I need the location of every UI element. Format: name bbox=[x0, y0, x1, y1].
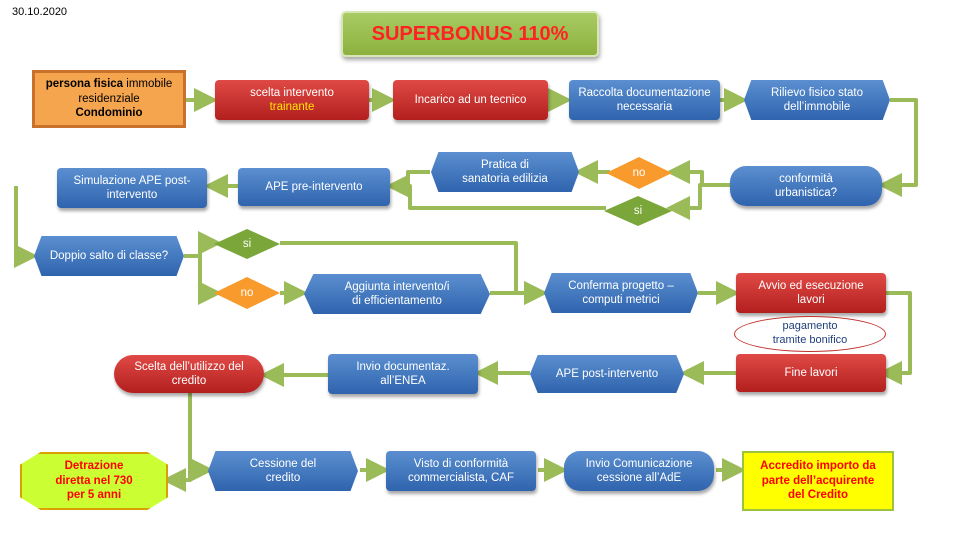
node-incarico-tecnico: Incarico ad un tecnico bbox=[393, 80, 548, 120]
conformita-line1: conformità bbox=[779, 172, 833, 185]
accredito-line2: parte dell’acquirente bbox=[761, 474, 875, 487]
scelta-intervento-highlight: trainante bbox=[269, 101, 315, 113]
node-rilievo-fisico: Rilievo fisico stato dell’immobile bbox=[744, 80, 890, 120]
connector-pratica-ape-pre bbox=[386, 170, 430, 198]
cessione-line2: credito bbox=[265, 472, 301, 484]
connector-scelta-detrazione bbox=[162, 392, 192, 492]
ape-post-label: APE post-intervento bbox=[555, 367, 659, 380]
aggiunta-line1: Aggiunta intervento/i bbox=[344, 280, 450, 293]
ade-line2: cessione all’AdE bbox=[596, 472, 682, 484]
node-visto-conformita: Visto di conformità commercialista, CAF bbox=[386, 451, 536, 491]
conferma-line1: Conferma progetto – bbox=[568, 279, 674, 292]
enea-line2: all’ENEA bbox=[380, 375, 426, 387]
connector-avvio-fine bbox=[878, 291, 912, 385]
incarico-label: Incarico ad un tecnico bbox=[414, 93, 527, 106]
no2-label: no bbox=[240, 286, 254, 299]
node-scelta-intervento: scelta intervento trainante bbox=[215, 80, 369, 120]
node-ape-pre-intervento: APE pre-intervento bbox=[238, 168, 390, 206]
rilievo-line2: dell’immobile bbox=[783, 101, 851, 113]
node-aggiunta-intervento: Aggiunta intervento/i di efficientamento bbox=[304, 274, 490, 314]
node-scelta-utilizzo-credito: Scelta dell’utilizzo del credito bbox=[114, 355, 264, 393]
node-cessione-credito: Cessione del credito bbox=[208, 451, 358, 491]
connector-conformita-si bbox=[666, 183, 730, 220]
visto-line1: Visto di conformità bbox=[413, 457, 509, 470]
node-conferma-progetto: Conferma progetto – computi metrici bbox=[544, 273, 698, 313]
doppio-label: Doppio salto di classe? bbox=[49, 249, 169, 262]
persona-label-rest: immobile bbox=[123, 78, 173, 91]
node-invio-enea: Invio documentaz. all’ENEA bbox=[328, 354, 478, 394]
node-conformita-urbanistica: conformità urbanistica? bbox=[730, 166, 882, 206]
connector-doppio-si bbox=[184, 231, 222, 258]
diagram-title: SUPERBONUS 110% bbox=[341, 11, 599, 57]
ade-line1: Invio Comunicazione bbox=[585, 457, 693, 470]
pratica-line2: sanatoria edilizia bbox=[462, 173, 548, 185]
node-simulazione-ape: Simulazione APE post-intervento bbox=[57, 168, 207, 208]
simulazione-line2: intervento bbox=[106, 189, 158, 201]
accredito-line1: Accredito importo da bbox=[760, 460, 876, 473]
rilievo-line1: Rilievo fisico stato bbox=[770, 86, 864, 99]
scelta-utilizzo-line1: Scelta dell’utilizzo del bbox=[134, 360, 244, 373]
conferma-line2: computi metrici bbox=[582, 294, 660, 306]
connector-simulazione-doppio bbox=[14, 186, 38, 268]
cessione-line1: Cessione del bbox=[249, 457, 317, 470]
detrazione-line1: Detrazione bbox=[64, 460, 124, 473]
raccolta-line1: Raccolta documentazione bbox=[578, 86, 711, 99]
node-invio-comunicazione-ade: Invio Comunicazione cessione all’AdE bbox=[564, 451, 714, 491]
connector-si-ape-pre bbox=[386, 174, 606, 210]
persona-label-line3: Condominio bbox=[75, 107, 143, 120]
connector-rilievo-conformita bbox=[878, 98, 918, 197]
scelta-utilizzo-line2: credito bbox=[171, 375, 207, 387]
enea-line1: Invio documentaz. bbox=[356, 360, 450, 373]
ape-pre-label: APE pre-intervento bbox=[265, 180, 363, 193]
node-avvio-lavori: Avvio ed esecuzione lavori bbox=[736, 273, 886, 313]
node-pratica-sanatoria: Pratica di sanatoria edilizia bbox=[431, 152, 579, 192]
fine-label: Fine lavori bbox=[784, 366, 838, 379]
avvio-line2: lavori bbox=[797, 294, 825, 306]
simulazione-line1: Simulazione APE post- bbox=[73, 174, 191, 187]
no1-label: no bbox=[632, 166, 646, 179]
aggiunta-line2: di efficientamento bbox=[352, 295, 442, 307]
raccolta-line2: necessaria bbox=[616, 101, 673, 113]
persona-label-line2: residenziale bbox=[78, 92, 140, 105]
detrazione-line3: per 5 anni bbox=[66, 489, 122, 502]
avvio-line1: Avvio ed esecuzione bbox=[758, 279, 864, 292]
visto-line2: commercialista, CAF bbox=[407, 472, 515, 484]
accredito-line3: del Credito bbox=[787, 489, 849, 502]
date-label: 30.10.2020 bbox=[12, 6, 68, 18]
si1-label: si bbox=[633, 204, 643, 217]
detrazione-line2: diretta nel 730 bbox=[55, 474, 133, 487]
node-doppio-salto: Doppio salto di classe? bbox=[34, 236, 184, 276]
connector-doppio-no bbox=[198, 256, 222, 305]
persona-label-bold: persona fisica bbox=[45, 78, 124, 91]
pagamento-line1: pagamento bbox=[782, 320, 838, 333]
conformita-line2: urbanistica? bbox=[774, 187, 837, 199]
node-fine-lavori: Fine lavori bbox=[736, 354, 886, 392]
node-ape-post-intervento: APE post-intervento bbox=[530, 355, 684, 393]
pagamento-line2: tramite bonifico bbox=[772, 334, 848, 346]
scelta-intervento-line1: scelta intervento bbox=[250, 86, 334, 99]
node-raccolta-documentazione: Raccolta documentazione necessaria bbox=[569, 80, 720, 120]
si2-label: si bbox=[242, 237, 252, 250]
pratica-line1: Pratica di bbox=[481, 158, 529, 171]
